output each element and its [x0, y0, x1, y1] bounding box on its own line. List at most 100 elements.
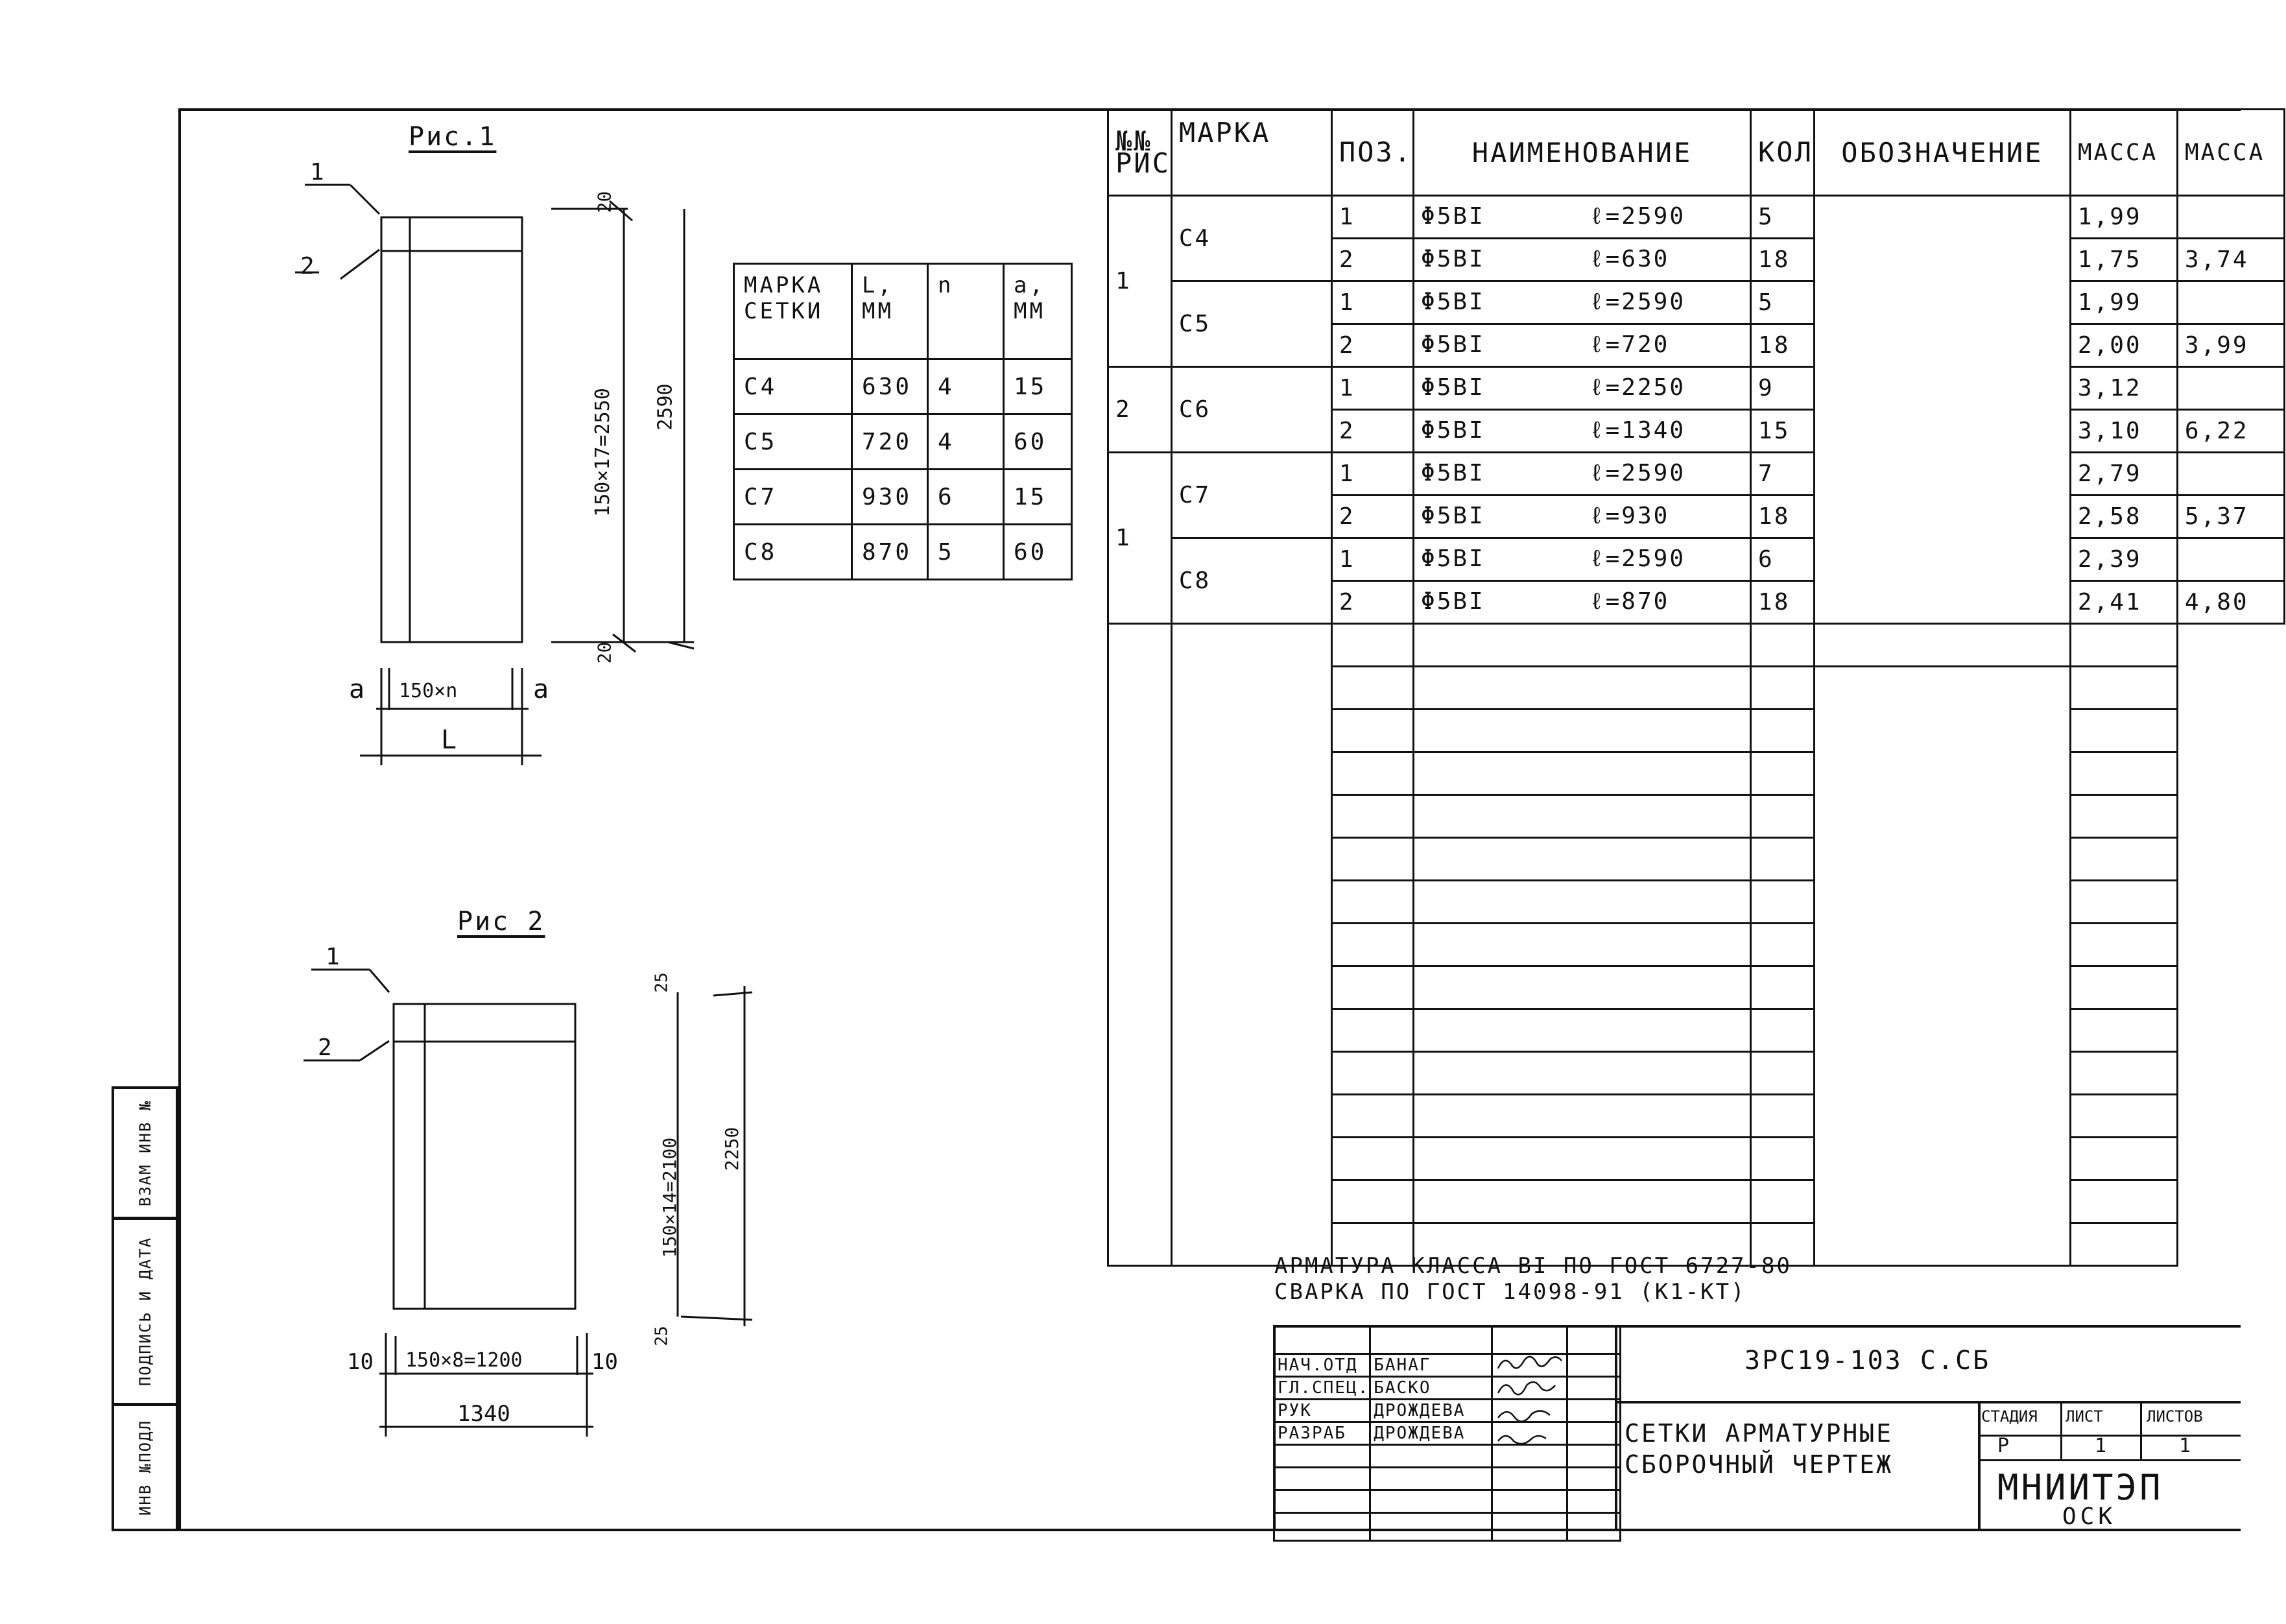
- cell-dia: Φ5ВI: [1421, 417, 1485, 444]
- header-fig-no: №№ РИС: [1107, 108, 1173, 197]
- stage-block-left-line: [1978, 1401, 1981, 1531]
- cell-mark: С4: [733, 358, 853, 415]
- cell-len: ℓ=870: [1589, 588, 1670, 615]
- cell-a: 60: [1003, 413, 1073, 470]
- empty-row: [1107, 922, 2285, 967]
- empty-row: [1107, 623, 2285, 667]
- stage-col-line2: [2140, 1401, 2142, 1461]
- cell-mass: 2,79: [2069, 451, 2178, 496]
- cell-mass: 1,99: [2069, 280, 2178, 325]
- cell-len: ℓ=2590: [1589, 545, 1685, 572]
- role-row: ГЛ.СПЕЦ.БАСКО: [1272, 1376, 1622, 1400]
- empty-row: [1107, 1222, 2285, 1267]
- cell-mass: 2,58: [2069, 494, 2178, 539]
- doc-title-line1: СЕТКИ АРМАТУРНЫЕ: [1625, 1419, 1894, 1448]
- sheets-label: ЛИСТОВ: [2147, 1407, 2203, 1426]
- cell-fig: 2: [1107, 366, 1173, 453]
- cell-len: ℓ=2590: [1589, 460, 1685, 486]
- empty-row: [1107, 1008, 2285, 1053]
- cell-len: ℓ=630: [1589, 246, 1670, 272]
- cell-mass: 1,99: [2069, 195, 2178, 239]
- empty-row: [1107, 837, 2285, 881]
- empty-rows: [1107, 623, 2285, 1267]
- cell-total: [2176, 451, 2285, 496]
- sheet-label: ЛИСТ: [2066, 1407, 2103, 1426]
- cell-a: 15: [1003, 358, 1073, 415]
- stage-block-line1: [1978, 1435, 2241, 1437]
- stage-value: Р: [1997, 1435, 2010, 1457]
- role-row: [1272, 1325, 1622, 1355]
- empty-row: [1107, 708, 2285, 753]
- cell-fig: 1: [1107, 451, 1173, 625]
- empty-row: [1107, 665, 2285, 710]
- specification-table: №№ РИС МАРКА ПОЗ. НАИМЕНОВАНИЕ КОЛ ОБОЗН…: [1107, 108, 2285, 1267]
- cell-total: 3,99: [2176, 323, 2285, 368]
- cell-dia: Φ5ВI: [1421, 503, 1485, 529]
- cell-qty: 18: [1750, 323, 1815, 368]
- empty-row: [1107, 751, 2285, 796]
- fig2-dim-total-width: 1340: [457, 1401, 510, 1427]
- cell-pos: 2: [1330, 494, 1415, 539]
- cell-qty: 5: [1750, 280, 1815, 325]
- table-row: С5 720 4 60: [733, 413, 1073, 470]
- cell-qty: 18: [1750, 494, 1815, 539]
- role-label: ГЛ.СПЕЦ.: [1272, 1376, 1372, 1400]
- cell-dia: Φ5ВI: [1421, 331, 1485, 358]
- cell-fig: 1: [1107, 195, 1173, 368]
- cell-total: 6,22: [2176, 409, 2285, 453]
- fig1-callout-1: 1: [310, 159, 324, 185]
- header-name: НАИМЕНОВАНИЕ: [1412, 108, 1752, 197]
- cell-dia: Φ5ВI: [1421, 246, 1485, 272]
- specification-header: №№ РИС МАРКА ПОЗ. НАИМЕНОВАНИЕ КОЛ ОБОЗН…: [1107, 108, 2285, 197]
- empty-row: [1107, 1136, 2285, 1181]
- cell-mass: 3,12: [2069, 366, 2178, 411]
- cell-n: 4: [927, 413, 1005, 470]
- cell-designation: [1813, 195, 2071, 625]
- cell-total: 5,37: [2176, 494, 2285, 539]
- cell-qty: 9: [1750, 366, 1815, 411]
- table-row: С4 630 4 15: [733, 358, 1073, 415]
- fig1-dim-n: 150×n: [399, 680, 458, 702]
- header-pos: ПОЗ.: [1330, 108, 1415, 197]
- cell-name: Φ5ВI ℓ=630: [1412, 237, 1752, 282]
- cell-len: ℓ=2590: [1589, 203, 1685, 230]
- cell-dia: Φ5ВI: [1421, 289, 1485, 315]
- org-name: МНИИТЭП: [1997, 1467, 2163, 1508]
- empty-row: [1107, 1093, 2285, 1138]
- doc-code: 3РС19-103 С.СБ: [1744, 1346, 1991, 1376]
- cell-pos: 1: [1330, 195, 1415, 239]
- empty-row: [1107, 1051, 2285, 1095]
- title-block-mid-line: [1615, 1401, 2241, 1403]
- header-mass-2: МАССА: [2176, 108, 2285, 197]
- cell-pos: 1: [1330, 537, 1415, 582]
- fig2-dim-n: 150×8=1200: [405, 1349, 523, 1372]
- title-block-top-line: [1273, 1325, 2241, 1328]
- role-name: БАСКО: [1369, 1376, 1494, 1400]
- stage-label: СТАДИЯ: [1981, 1407, 2038, 1426]
- header-mass-1: МАССА: [2069, 108, 2178, 197]
- cell-mass: 2,00: [2069, 323, 2178, 368]
- note-welding: СВАРКА ПО ГОСТ 14098-91 (К1-КТ): [1274, 1279, 1746, 1305]
- cell-total: [2176, 195, 2285, 239]
- cell-n: 5: [927, 523, 1005, 580]
- cell-a: 15: [1003, 468, 1073, 525]
- cell-len: ℓ=2590: [1589, 289, 1685, 315]
- stamp-inv-podl: ИНВ №ПОДЛ: [112, 1403, 178, 1531]
- header-mark: МАРКА: [1170, 108, 1333, 197]
- table-row: С7 930 6 15: [733, 468, 1073, 525]
- fig2-title: Рис 2: [457, 907, 545, 937]
- cell-qty: 7: [1750, 451, 1815, 496]
- empty-row: [1107, 1179, 2285, 1224]
- cell-mark: С7: [733, 468, 853, 525]
